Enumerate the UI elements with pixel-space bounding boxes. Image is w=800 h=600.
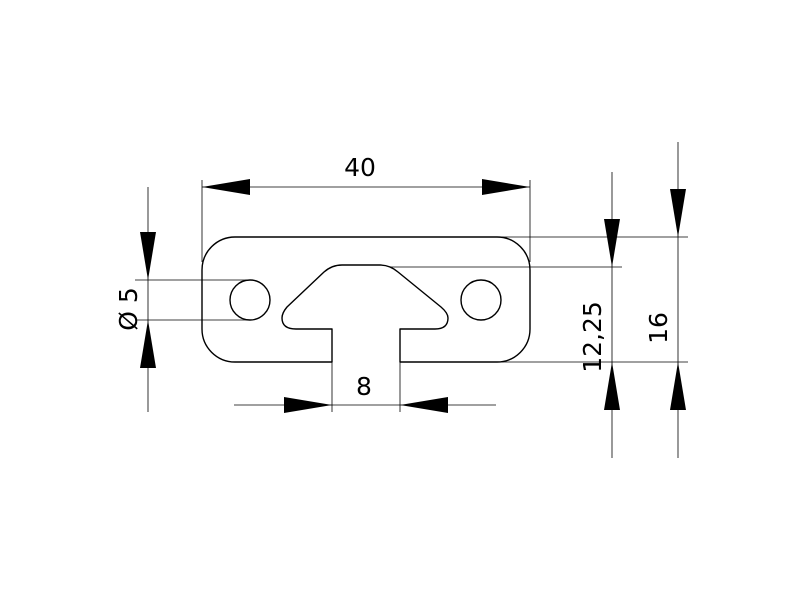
profile-outline <box>201 236 531 363</box>
hole-diameter-label: Ø 5 <box>114 287 143 331</box>
slot-width-label: 8 <box>356 372 372 401</box>
slot-width-dimension: 8 <box>234 362 496 413</box>
slot-depth-dimension: 12,25 <box>390 172 622 458</box>
arrowhead <box>670 189 686 237</box>
arrowhead <box>604 219 620 267</box>
arrowhead <box>202 179 250 195</box>
arrowhead <box>604 362 620 410</box>
height-dimension: 16 <box>497 142 688 458</box>
arrowhead <box>400 397 448 413</box>
arrowhead <box>140 320 156 368</box>
width-label: 40 <box>344 153 376 182</box>
left-hole <box>229 279 271 321</box>
arrowhead <box>140 232 156 280</box>
arrowhead <box>670 362 686 410</box>
arrowhead <box>482 179 530 195</box>
width-dimension: 40 <box>201 153 531 262</box>
hole-diameter-dimension: Ø 5 <box>114 187 250 412</box>
height-label: 16 <box>644 312 673 344</box>
arrowhead <box>284 397 332 413</box>
right-hole <box>460 279 502 321</box>
slot-depth-label: 12,25 <box>578 301 607 373</box>
